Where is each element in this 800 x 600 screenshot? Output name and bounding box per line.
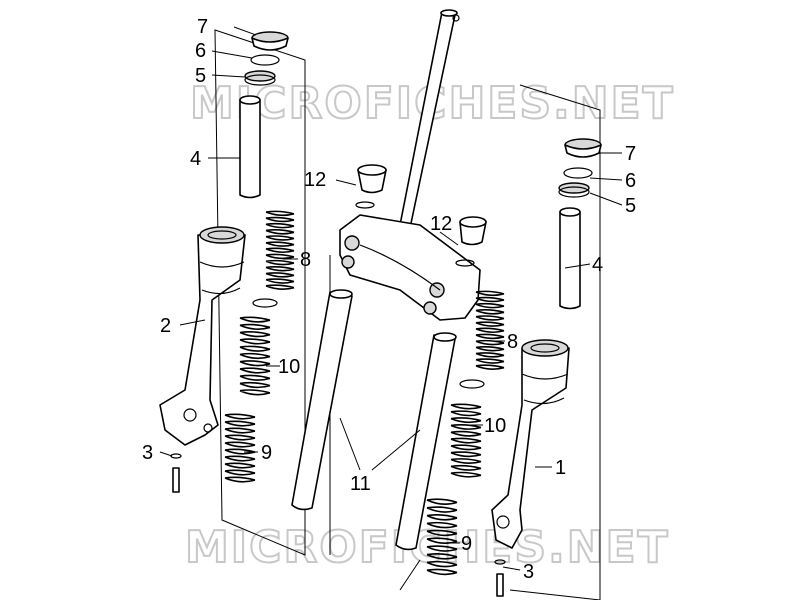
left-spring-long (265, 210, 295, 290)
left-clip-ring (250, 54, 280, 66)
label-right-7: 7 (625, 143, 636, 165)
left-fork-tube (291, 289, 353, 511)
left-spring-mid (239, 316, 271, 396)
right-fork-assembly (426, 138, 602, 597)
label-left-8: 8 (300, 249, 311, 271)
left-bushing-tube (239, 95, 261, 199)
label-left-10: 10 (278, 356, 300, 378)
right-clip-ring (563, 167, 593, 179)
right-fork-leg (491, 339, 570, 549)
right-bolt (494, 559, 506, 597)
right-dust-seal (564, 138, 602, 158)
label-right-5: 5 (625, 195, 636, 217)
label-right-6: 6 (625, 170, 636, 192)
right-spring-long (475, 290, 505, 370)
label-left-5: 5 (195, 65, 206, 87)
right-bushing-tube (559, 207, 581, 310)
leader-lines (159, 26, 623, 571)
label-left-4: 4 (190, 148, 201, 170)
right-fork-tube (395, 332, 457, 551)
right-oil-seal (558, 182, 590, 198)
left-top-cap (355, 164, 387, 209)
label-right-8: 8 (507, 331, 518, 353)
left-dust-seal (251, 31, 289, 51)
label-left-7: 7 (197, 16, 208, 38)
label-center-12b: 12 (430, 213, 452, 235)
label-right-4: 4 (592, 254, 603, 276)
left-fork-leg (159, 226, 246, 446)
label-right-9: 9 (461, 533, 472, 555)
label-left-6: 6 (195, 40, 206, 62)
label-center-12a: 12 (304, 169, 326, 191)
steering-stem-assembly (291, 9, 487, 551)
left-bolt (170, 453, 182, 493)
right-top-cap (455, 216, 487, 267)
watermark-bottom: MICROFICHES.NET (185, 522, 670, 573)
label-left-3: 3 (142, 442, 153, 464)
right-washer (459, 379, 485, 389)
left-fork-assembly (159, 31, 295, 493)
label-center-11: 11 (350, 473, 371, 495)
left-washer (252, 298, 278, 308)
left-oil-seal (244, 70, 276, 86)
right-spring-short (426, 498, 458, 576)
label-right-1: 1 (555, 457, 566, 479)
label-left-2: 2 (160, 315, 171, 337)
label-right-10: 10 (484, 415, 506, 437)
left-spring-short (224, 413, 256, 483)
right-frame (509, 84, 601, 600)
right-spring-mid (450, 403, 482, 478)
label-left-9: 9 (261, 442, 272, 464)
label-right-3: 3 (523, 561, 534, 583)
